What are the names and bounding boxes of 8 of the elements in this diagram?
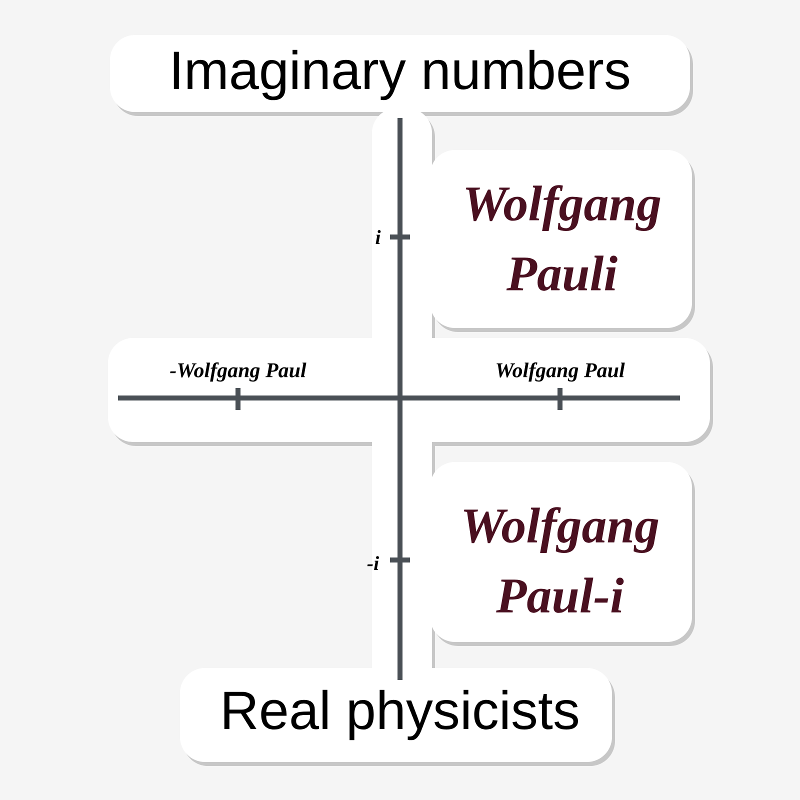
tick-label: -i xyxy=(367,556,380,570)
tick-label: -Wolfgang Paul xyxy=(170,362,306,382)
name-label: Wolfgang Paul-i xyxy=(464,507,658,613)
title: Imaginary numbers xyxy=(174,50,630,100)
tick-label: Wolfgang Paul xyxy=(496,362,625,382)
axis-title: Real physicists xyxy=(224,690,578,740)
name-label: Wolfgang Pauli xyxy=(466,185,660,291)
tick-label: i xyxy=(376,230,381,244)
